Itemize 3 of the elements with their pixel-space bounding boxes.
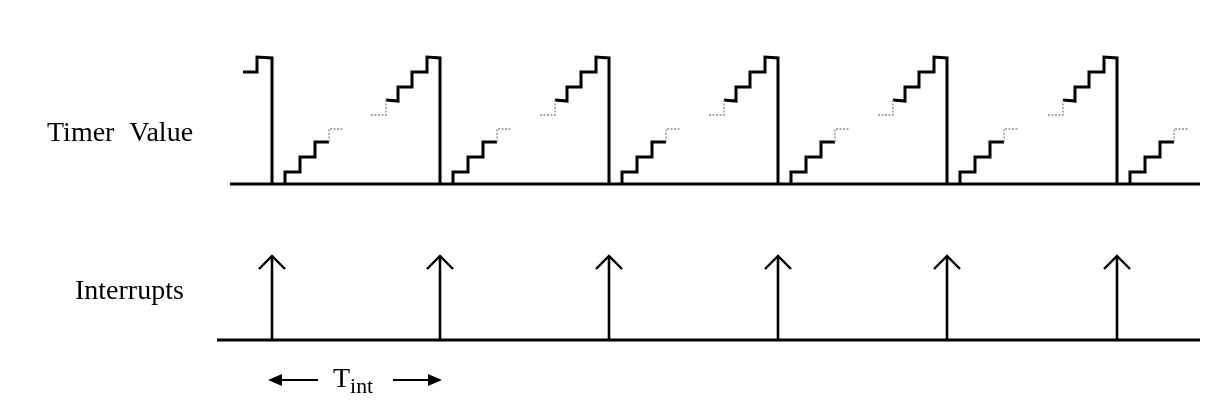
signal-label: Interrupts	[75, 274, 184, 307]
period-label: T$_{int}$	[333, 362, 374, 395]
signal-label: Timer Value	[47, 116, 194, 149]
